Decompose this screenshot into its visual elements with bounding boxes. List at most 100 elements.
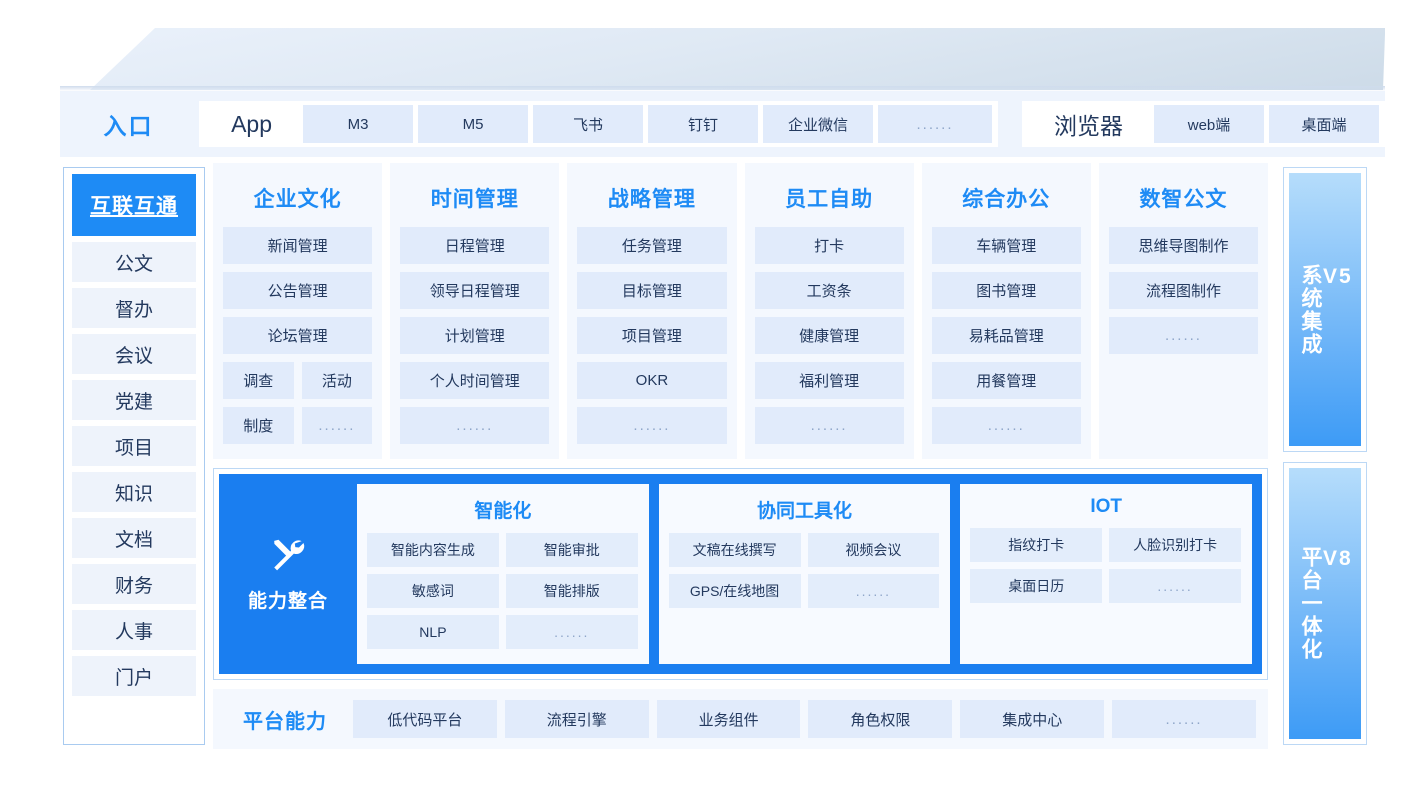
module-chip-row: 调查活动 [223, 362, 373, 407]
sidebar-item-项目[interactable]: 项目 [72, 426, 196, 466]
capability-chip[interactable]: 敏感词 [367, 574, 499, 608]
entry-chip-1-3[interactable]: 飞书 [533, 105, 643, 143]
module-column-2: 时间管理日程管理领导日程管理计划管理个人时间管理...... [390, 163, 560, 459]
rail-v5-inner: V5 系统集成 [1289, 173, 1361, 446]
entry-chip-1-6[interactable]: ...... [878, 105, 992, 143]
module-chip[interactable]: 用餐管理 [931, 362, 1081, 399]
platform-chip[interactable]: 集成中心 [960, 700, 1105, 738]
capability-chip[interactable]: 智能审批 [505, 533, 638, 567]
module-chip[interactable]: 个人时间管理 [400, 362, 550, 399]
module-chip[interactable]: 论坛管理 [223, 317, 373, 354]
sidebar-item-督办[interactable]: 督办 [72, 288, 196, 328]
capability-chip[interactable]: 人脸识别打卡 [1109, 528, 1241, 562]
module-chip[interactable]: 易耗品管理 [931, 317, 1081, 354]
module-chip[interactable]: 车辆管理 [931, 227, 1081, 264]
entry-chip-1-4[interactable]: 钉钉 [648, 105, 758, 143]
module-chip[interactable]: 项目管理 [577, 317, 727, 354]
module-chip[interactable]: 健康管理 [754, 317, 904, 354]
tools-icon [269, 536, 307, 574]
capability-chip[interactable]: 文稿在线撰写 [668, 533, 801, 567]
capability-integration: 能力整合 [229, 536, 347, 613]
capability-chip[interactable]: NLP [367, 615, 499, 649]
entry-group-2: 浏览器 web端桌面端 [1022, 101, 1385, 147]
entry-chip-2-2[interactable]: 桌面端 [1269, 105, 1379, 143]
module-chip[interactable]: 打卡 [754, 227, 904, 264]
module-columns: 企业文化新闻管理公告管理论坛管理调查活动制度......时间管理日程管理领导日程… [213, 163, 1269, 459]
sidebar-item-知识[interactable]: 知识 [72, 472, 196, 512]
module-chip[interactable]: 工资条 [754, 272, 904, 309]
module-chip[interactable]: ...... [1108, 317, 1259, 354]
module-chip[interactable]: 新闻管理 [223, 227, 373, 264]
module-chip[interactable]: 福利管理 [754, 362, 904, 399]
main-area: 企业文化新闻管理公告管理论坛管理调查活动制度......时间管理日程管理领导日程… [213, 163, 1269, 749]
module-chip[interactable]: ...... [577, 407, 727, 444]
sidebar-item-人事[interactable]: 人事 [72, 610, 196, 650]
capability-card-title-3: IOT [1090, 496, 1123, 517]
module-chip[interactable]: 任务管理 [577, 227, 727, 264]
entry-chip-1-2[interactable]: M5 [418, 105, 528, 143]
rail-v8: V8 平台一体化 [1283, 462, 1367, 745]
rail-v5-code: V5 [1322, 264, 1353, 288]
capability-chip[interactable]: ...... [1109, 569, 1241, 603]
sidebar-item-list: 公文督办会议党建项目知识文档财务人事门户 [72, 242, 196, 696]
capability-chip[interactable]: ...... [505, 615, 638, 649]
sidebar-item-财务[interactable]: 财务 [72, 564, 196, 604]
entry-lead-1[interactable]: App [231, 110, 272, 137]
capability-chip[interactable]: 视频会议 [807, 533, 940, 567]
module-chip[interactable]: 公告管理 [223, 272, 373, 309]
platform-chip[interactable]: 角色权限 [808, 700, 953, 738]
platform-capability-row: 平台能力 低代码平台流程引擎业务组件角色权限集成中心...... [213, 689, 1268, 749]
capability-card-title-1: 智能化 [474, 501, 532, 522]
entry-title: 入口 [103, 113, 154, 139]
entry-chip-2-1[interactable]: web端 [1154, 105, 1264, 143]
module-chip[interactable]: 领导日程管理 [400, 272, 550, 309]
module-chip[interactable]: 图书管理 [931, 272, 1081, 309]
module-title-3: 战略管理 [607, 188, 696, 211]
module-chip[interactable]: 目标管理 [577, 272, 727, 309]
sidebar-item-门户[interactable]: 门户 [72, 656, 196, 696]
module-chip[interactable]: 思维导图制作 [1108, 227, 1259, 264]
module-title-2: 时间管理 [430, 188, 519, 211]
capability-chip[interactable]: 指纹打卡 [970, 528, 1103, 562]
module-chip[interactable]: OKR [577, 362, 727, 399]
module-column-3: 战略管理任务管理目标管理项目管理 OKR...... [567, 163, 737, 459]
module-chip[interactable]: 活动 [301, 362, 373, 399]
module-chip[interactable]: 流程图制作 [1108, 272, 1259, 309]
platform-chip[interactable]: 业务组件 [656, 700, 801, 738]
module-title-4: 员工自助 [785, 188, 874, 211]
capability-chip[interactable]: 智能内容生成 [367, 533, 499, 567]
module-chip[interactable]: ...... [754, 407, 904, 444]
capability-chip[interactable]: 桌面日历 [970, 569, 1103, 603]
sidebar-item-会议[interactable]: 会议 [72, 334, 196, 374]
module-chip[interactable]: ...... [301, 407, 373, 444]
module-chip[interactable]: ...... [931, 407, 1081, 444]
platform-chip[interactable]: ...... [1112, 700, 1256, 738]
capability-chip[interactable]: 智能排版 [505, 574, 638, 608]
capability-chip[interactable]: GPS/在线地图 [668, 574, 801, 608]
platform-chip[interactable]: 低代码平台 [353, 700, 497, 738]
platform-title: 平台能力 [243, 710, 327, 733]
module-chip[interactable]: 日程管理 [400, 227, 550, 264]
entry-chip-1-5[interactable]: 企业微信 [763, 105, 873, 143]
capability-chip[interactable]: ...... [807, 574, 940, 608]
platform-chip-list: 低代码平台流程引擎业务组件角色权限集成中心...... [345, 700, 1256, 738]
sidebar-item-文档[interactable]: 文档 [72, 518, 196, 558]
sidebar-item-党建[interactable]: 党建 [72, 380, 196, 420]
sidebar-item-公文[interactable]: 公文 [72, 242, 196, 282]
entry-chip-1-1[interactable]: M3 [303, 105, 413, 143]
capability-card-title-2: 协同工具化 [757, 501, 853, 522]
module-chip[interactable]: 制度 [223, 407, 294, 444]
module-chip[interactable]: 调查 [223, 362, 294, 399]
module-chip[interactable]: 计划管理 [400, 317, 550, 354]
module-chip[interactable]: ...... [400, 407, 550, 444]
sidebar-head-interconnect[interactable]: 互联互通 [72, 174, 196, 236]
module-title-6: 数智公文 [1139, 188, 1228, 211]
entry-lead-2[interactable]: 浏览器 [1054, 113, 1123, 139]
platform-chip[interactable]: 流程引擎 [504, 700, 649, 738]
module-column-1: 企业文化新闻管理公告管理论坛管理调查活动制度...... [213, 163, 383, 459]
